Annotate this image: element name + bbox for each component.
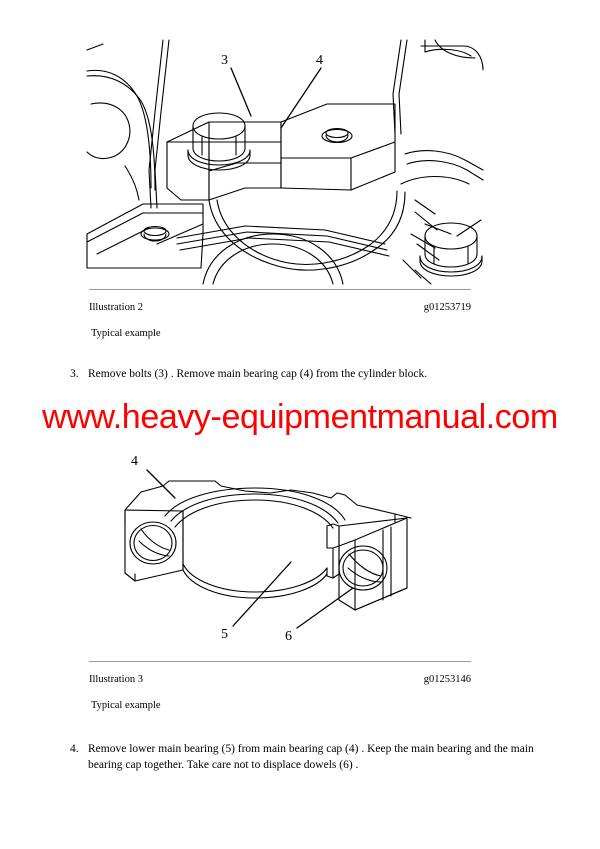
step-number-4: 4. — [70, 743, 79, 755]
callout-label-6: 6 — [285, 629, 292, 644]
illustration-2-caption: Illustration 2 g01253719 Typical example — [89, 289, 471, 340]
illustration-3-graphic-id: g01253146 — [423, 674, 471, 685]
step-item-3: 3. Remove bolts (3) . Remove main bearin… — [70, 367, 540, 383]
illustration-2-image: 3 4 — [85, 38, 485, 286]
caption-divider — [89, 661, 471, 662]
callout-label-4b: 4 — [131, 454, 138, 469]
step-number-3: 3. — [70, 368, 79, 380]
illustration-2-subtitle: Typical example — [91, 327, 161, 339]
illustration-3-title: Illustration 3 — [89, 674, 143, 685]
caption-divider — [89, 289, 471, 290]
callout-label-3: 3 — [221, 53, 228, 68]
site-watermark: www.heavy-equipmentmanual.com — [42, 398, 558, 436]
illustration-2-graphic-id: g01253719 — [423, 302, 471, 313]
step-text-3: Remove bolts (3) . Remove main bearing c… — [88, 368, 428, 380]
illustration-3-image: 4 5 6 — [95, 448, 475, 648]
callout-label-4: 4 — [316, 53, 323, 68]
step-text-4: Remove lower main bearing (5) from main … — [88, 743, 534, 771]
step-item-4: 4. Remove lower main bearing (5) from ma… — [70, 742, 540, 773]
illustration-3-caption: Illustration 3 g01253146 Typical example — [89, 661, 471, 712]
callout-label-5: 5 — [221, 627, 228, 642]
illustration-3-subtitle: Typical example — [91, 699, 161, 711]
illustration-2-title: Illustration 2 — [89, 302, 143, 313]
